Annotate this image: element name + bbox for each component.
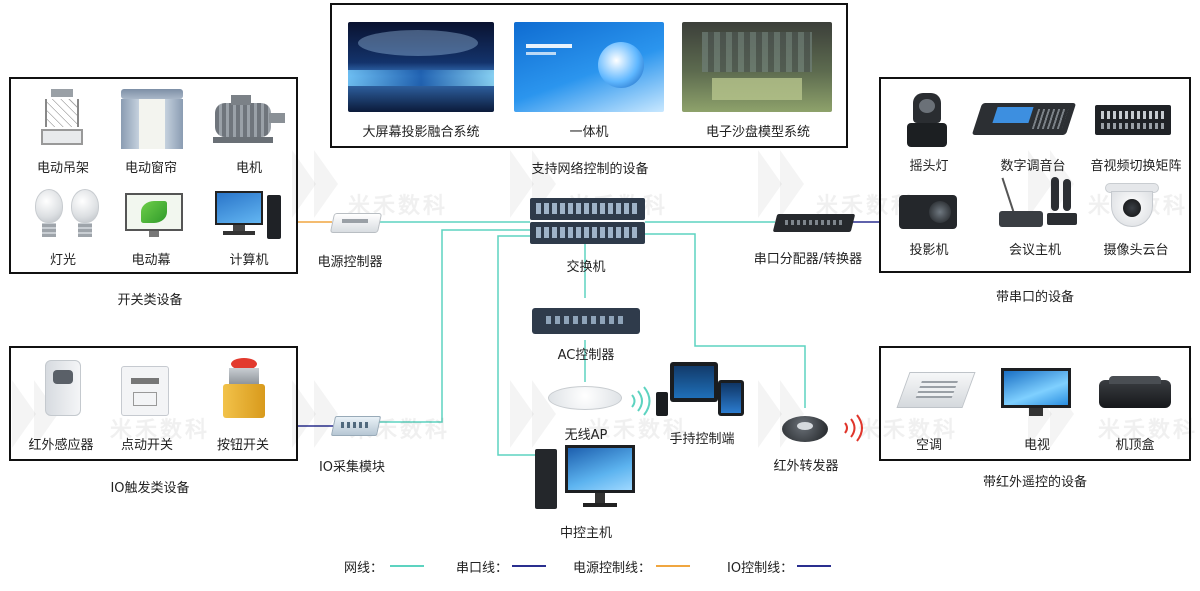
legend-io-line [797,565,831,567]
device-label: 一体机 [569,125,609,140]
legend-network-label: 网线： [344,561,384,576]
momentary-switch-icon [121,366,169,416]
node-label: IO采集模块 [318,460,386,475]
wire-switch-central-host [497,235,535,456]
device-label: 数字调音台 [1000,159,1066,174]
curtain-icon [121,89,183,149]
io-module-icon [330,412,382,440]
ir-signal-icon [844,414,863,442]
device-label: 按钮开关 [216,438,269,453]
device-label: 灯光 [49,253,76,268]
handheld-terminal-icon [656,362,746,420]
device-label: 投影机 [909,243,949,258]
watermark-chevron [314,150,338,218]
device-label: 点动开关 [120,438,173,453]
device-label: 会议主机 [1008,243,1061,258]
watermark-chevron [758,150,782,218]
group-caption: 支持网络控制的设备 [531,162,649,177]
watermark: 米禾数科 [110,418,211,443]
watermark: 米禾数科 [1098,418,1199,443]
ir-devices-box: 空调 电视 机顶盒 [879,346,1191,461]
legend-network-line [390,565,424,567]
wire-switch-io-module [378,229,530,423]
group-caption: IO触发类设备 [110,481,190,496]
device-label: 电视 [1023,438,1050,453]
device-label: 电动窗帘 [124,161,177,176]
projection-fusion-image [348,22,494,112]
device-label: 空调 [915,438,942,453]
device-label: 计算机 [229,253,269,268]
watermark-chevron [510,380,534,448]
conference-host-icon [999,177,1077,231]
infrared-sensor-icon [45,360,81,416]
network-switch-icon [530,198,645,246]
network-devices-box: 大屏幕投影融合系统 一体机 电子沙盘模型系统 [330,3,848,148]
device-label: 机顶盒 [1115,438,1155,453]
light-bulb-icon [33,189,103,243]
legend-serial-line [512,565,546,567]
moving-head-light-icon [905,93,949,149]
legend-io-label: IO控制线： [727,561,794,576]
watermark-chevron [1028,150,1052,218]
node-label: 中控主机 [559,526,612,541]
node-label: 无线AP [564,428,608,443]
node-label: 串口分配器/转换器 [753,252,863,267]
watermark-chevron [314,380,338,448]
group-caption: 带串口的设备 [995,290,1074,305]
ptz-camera-icon [1105,183,1159,229]
device-label: 电子沙盘模型系统 [705,125,810,140]
node-label: 红外转发器 [773,459,839,474]
power-controller-icon [329,209,383,235]
wifi-signal-icon [631,386,651,416]
serial-devices-box: 摇头灯 数字调音台 音视频切换矩阵 投影机 会议主机 摄像头云台 [879,77,1191,273]
watermark-chevron [758,380,782,448]
watermark-chevron [12,380,36,448]
serial-splitter-icon [772,210,856,236]
push-button-switch-icon [221,358,267,420]
tv-icon [1001,368,1071,416]
central-host-icon [535,445,637,513]
device-label: 大屏幕投影融合系统 [362,125,480,140]
watermark: 米禾数科 [858,418,959,443]
ir-transmitter-icon [782,408,828,442]
node-label: 手持控制端 [669,432,735,447]
projection-screen-icon [125,193,183,237]
watermark: 米禾数科 [588,418,689,443]
io-devices-box: 红外感应器 点动开关 按钮开关 [9,346,298,461]
device-label: 电动吊架 [36,161,89,176]
group-caption: 开关类设备 [117,293,183,308]
legend-serial-label: 串口线： [456,561,509,576]
projector-icon [899,191,957,231]
electric-lift-icon [41,89,83,149]
legend-power-label: 电源控制线： [573,561,652,576]
node-label: 电源控制器 [317,255,383,270]
node-label: AC控制器 [557,348,615,363]
node-label: 交换机 [566,260,606,275]
motor-icon [207,95,287,145]
ac-controller-icon [532,300,640,336]
wire-switch-ir-transmitter [645,233,806,408]
wireless-ap-icon [548,382,622,414]
computer-icon [215,191,281,243]
device-label: 摄像头云台 [1103,243,1169,258]
group-caption: 带红外遥控的设备 [982,475,1087,490]
all-in-one-image [514,22,664,112]
air-conditioner-icon [896,366,976,412]
set-top-box-icon [1099,376,1171,410]
sand-table-image [682,22,832,112]
legend-power-line [656,565,690,567]
switch-devices-box: 电动吊架 电动窗帘 电机 灯光 电动幕 计算机 [9,77,298,274]
device-label: 音视频切换矩阵 [1090,159,1182,174]
device-label: 红外感应器 [28,438,94,453]
device-label: 电动幕 [131,253,171,268]
av-matrix-icon [1095,105,1171,135]
device-label: 电机 [235,161,262,176]
watermark-chevron [780,150,804,218]
device-label: 摇头灯 [909,159,949,174]
mixing-console-icon [971,95,1077,139]
